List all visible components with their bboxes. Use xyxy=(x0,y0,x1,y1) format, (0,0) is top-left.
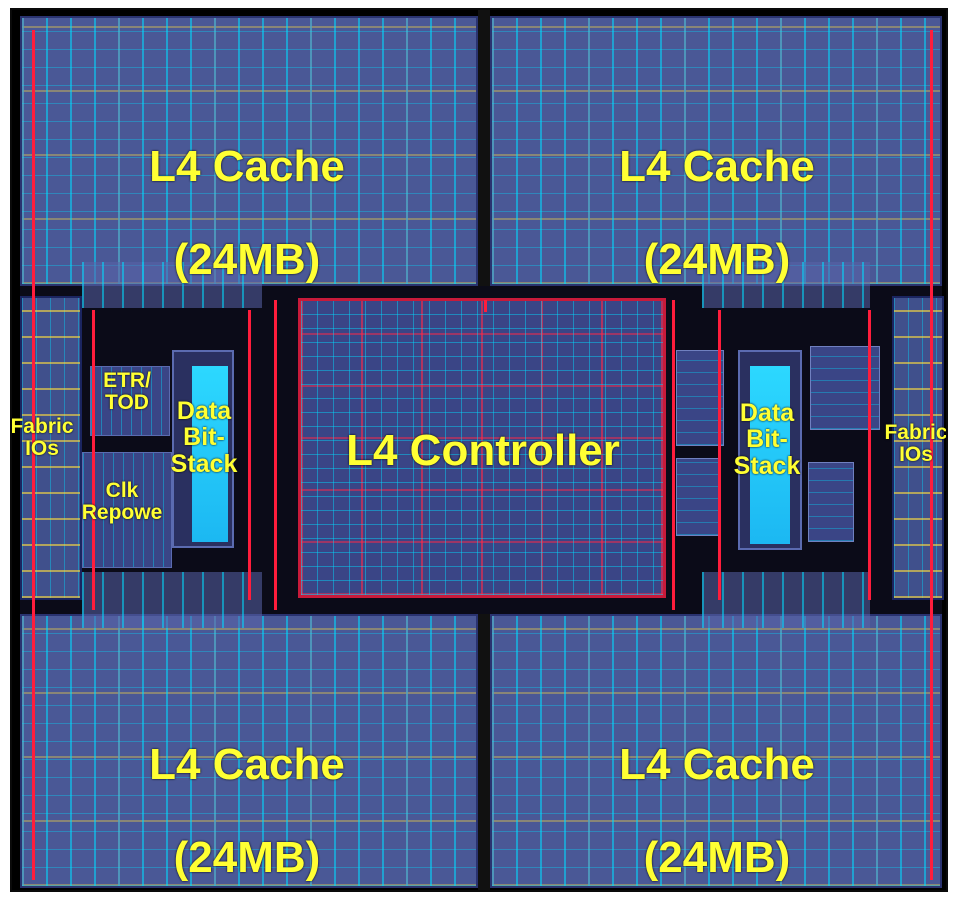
cache-size: (24MB) xyxy=(643,234,791,284)
l4-controller-label: L4 Controller xyxy=(346,426,620,475)
fabric-io-right-label: Fabric IOs xyxy=(884,421,948,467)
cache-label-bottom-left: L4 Cache (24MB) xyxy=(102,696,392,881)
cache-label-top-left: L4 Cache (24MB) xyxy=(102,98,392,283)
cache-label-bottom-right: L4 Cache (24MB) xyxy=(572,696,862,881)
fabric-io-left-label: Fabric IOs xyxy=(10,415,74,461)
etr-tod-label: ETR/ TOD xyxy=(103,369,151,415)
power-rail-left-3 xyxy=(274,300,277,610)
power-rail-left-4 xyxy=(248,310,251,600)
fabric-io-right xyxy=(892,296,944,600)
etr-tod-block xyxy=(90,366,170,436)
right-bottom-band xyxy=(702,572,870,628)
data-bit-stack-right-label: Data Bit- Stack xyxy=(733,399,801,480)
cache-title: L4 Cache xyxy=(149,142,345,192)
cache-quadrant-bottom-right xyxy=(490,614,942,888)
left-top-band xyxy=(82,262,262,308)
cache-size: (24MB) xyxy=(173,832,321,882)
left-bottom-band xyxy=(82,572,262,628)
cache-size: (24MB) xyxy=(643,832,791,882)
clk-repower-block xyxy=(82,452,172,568)
data-bit-stack-left-label: Data Bit- Stack xyxy=(170,397,238,478)
cache-quadrant-top-right xyxy=(490,16,942,286)
power-rail-right-2 xyxy=(718,310,721,600)
l4-controller-block xyxy=(298,298,666,598)
fabric-io-left xyxy=(20,296,82,600)
cache-quadrant-bottom-left xyxy=(20,614,478,888)
right-logic-block-2 xyxy=(676,458,720,536)
cache-title: L4 Cache xyxy=(149,740,345,790)
power-rail-right-4 xyxy=(930,30,933,880)
clk-repower-label: Clk Repowe xyxy=(81,479,163,525)
power-rail-left-2 xyxy=(92,310,95,610)
cache-quadrant-top-left xyxy=(20,16,478,286)
power-rail-center-top xyxy=(484,300,487,312)
cache-label-top-right: L4 Cache (24MB) xyxy=(572,98,862,283)
cache-title: L4 Cache xyxy=(619,740,815,790)
power-rail-right-3 xyxy=(868,310,871,600)
power-rail-right-1 xyxy=(672,300,675,610)
right-logic-block-1 xyxy=(676,350,724,446)
power-rail-left-1 xyxy=(32,30,35,880)
cache-size: (24MB) xyxy=(173,234,321,284)
center-divider-vertical-top xyxy=(478,10,490,288)
right-logic-block-4 xyxy=(808,462,854,542)
right-top-band xyxy=(702,262,870,308)
data-bit-stack-right-core xyxy=(750,366,790,544)
center-divider-vertical-bottom xyxy=(478,610,490,890)
chip-die: L4 Cache (24MB) L4 Cache (24MB) L4 Cache… xyxy=(10,8,948,892)
cache-title: L4 Cache xyxy=(619,142,815,192)
data-bit-stack-left-core xyxy=(192,366,228,542)
